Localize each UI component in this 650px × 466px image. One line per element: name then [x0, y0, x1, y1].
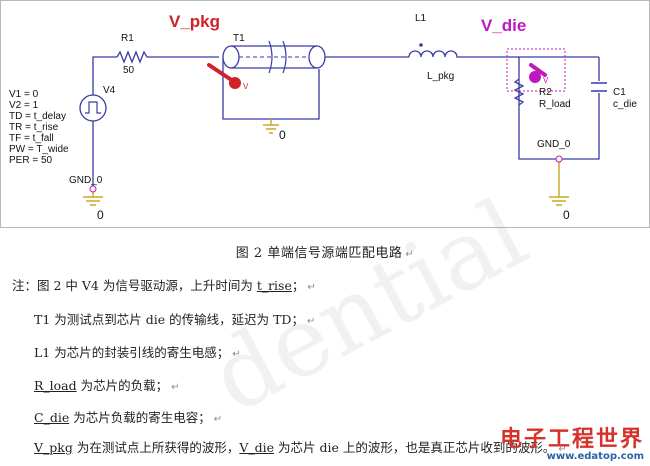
- source-param: TF = t_fall: [9, 133, 54, 144]
- c1-value: c_die: [613, 99, 637, 110]
- l1-dot-mark: [419, 43, 423, 47]
- l1-inductor: [408, 50, 463, 58]
- source-param: TR = t_rise: [9, 122, 59, 133]
- source-param: V1 = 0: [9, 89, 39, 100]
- r2-value: R_load: [539, 99, 571, 110]
- figure-caption: 图 2 单端信号源端匹配电路↵: [235, 246, 415, 261]
- t1-name: T1: [233, 33, 245, 44]
- logo-text: 电子工程世界: [499, 427, 644, 452]
- ground-zero-label: 0: [279, 128, 286, 142]
- schematic-panel: V_pkg V_die R1 50 T1 L1 L_pkg R2 R_load …: [0, 0, 650, 228]
- note-line-3: L1 为芯片的封装引线的寄生电感；↵: [34, 345, 241, 360]
- source-params: V1 = 0 V2 = 1 TD = t_delay TR = t_rise T…: [9, 89, 69, 166]
- r1-resistor: [116, 50, 151, 64]
- r2-resistor: [513, 78, 525, 106]
- die-probe-selection: [506, 48, 566, 92]
- probe-mark: V: [243, 82, 249, 91]
- node-label-die: V_die: [481, 16, 526, 35]
- ground-zero-label: 0: [563, 208, 570, 222]
- ground-zero-label: 0: [97, 208, 104, 222]
- logo-url: www.edatop.com: [546, 451, 644, 462]
- source-param: TD = t_delay: [9, 111, 66, 122]
- site-logo: 电子工程世界 www.edatop.com: [500, 421, 644, 462]
- v4-source: [79, 94, 107, 122]
- wires: [92, 56, 600, 189]
- note-line-4: R_load 为芯片的负载；↵: [34, 378, 180, 393]
- pkg-probe-icon: [207, 63, 241, 89]
- r2-name: R2: [539, 87, 552, 98]
- l1-name: L1: [415, 13, 427, 24]
- source-param: V2 = 1: [9, 100, 39, 111]
- r1-name: R1: [121, 33, 134, 44]
- c1-capacitor: [591, 81, 607, 93]
- t1-transmission-line: [222, 40, 326, 74]
- circuit-schematic: V_pkg V_die R1 50 T1 L1 L_pkg R2 R_load …: [9, 12, 637, 222]
- c1-name: C1: [613, 87, 626, 98]
- note-line-1: 注：图 2 中 V4 为信号驱动源，上升时间为 t_rise；↵: [12, 278, 316, 293]
- l1-value: L_pkg: [427, 71, 454, 82]
- gnd-label-left: GND_0: [69, 175, 103, 186]
- note-line-6: V_pkg 为在测试点上所获得的波形，V_die 为芯片 die 上的波形，也是…: [34, 440, 567, 455]
- probe-mark: V: [543, 76, 549, 85]
- note-line-5: C_die 为芯片负载的寄生电容；↵: [34, 410, 223, 425]
- ground-symbols: [83, 119, 569, 206]
- die-probe-icon: [529, 63, 547, 83]
- r1-value: 50: [123, 65, 135, 76]
- gnd-label-right: GND_0: [537, 139, 571, 150]
- node-label-pkg: V_pkg: [169, 12, 220, 31]
- v4-name: V4: [103, 85, 116, 96]
- source-param: PW = T_wide: [9, 144, 69, 155]
- note-line-2: T1 为测试点到芯片 die 的传输线，延迟为 TD；↵: [34, 312, 316, 327]
- source-param: PER = 50: [9, 155, 53, 166]
